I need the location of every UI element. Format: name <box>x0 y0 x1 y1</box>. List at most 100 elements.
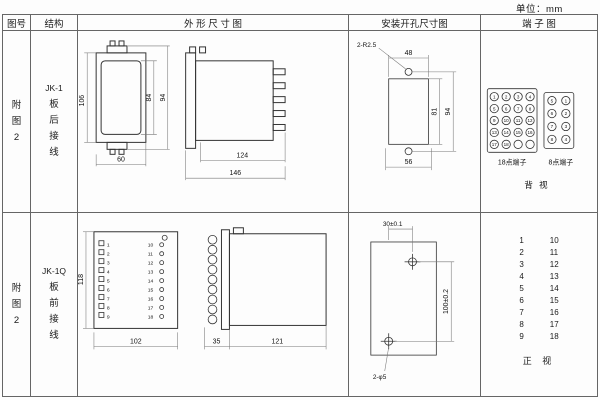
dimension-table: 图号 结构 外 形 尺 寸 图 安装开孔尺寸图 端 子 图 附图2 JK-1 板… <box>2 14 598 397</box>
jk1q-side-terminal-studs <box>207 234 218 325</box>
svg-text:15: 15 <box>516 130 522 135</box>
svg-text:16: 16 <box>148 297 154 303</box>
svg-text:11: 11 <box>148 252 153 258</box>
row1-outline-drawing-cell: 106 84 94 60 <box>78 31 349 213</box>
jk1q-front-view <box>93 231 179 329</box>
svg-text:1: 1 <box>565 98 568 103</box>
svg-text:8: 8 <box>529 106 532 111</box>
terminal-numbers-8pt: 5 1 6 2 7 3 8 4 <box>551 98 568 142</box>
dim-label-124: 124 <box>237 152 249 159</box>
svg-text:12: 12 <box>528 118 534 123</box>
jk1-mounting-hole-drawing: 2-R2.5 48 81 94 56 <box>357 42 457 171</box>
jk1-cutout-outline <box>388 68 429 156</box>
label-18pt-terminal: 18点端子 <box>498 157 527 166</box>
jk1q-mounting-dimension-lines <box>384 226 455 372</box>
jk1-front-dimension-lines <box>84 45 170 167</box>
terminal-block-18pt <box>486 88 538 153</box>
label-8pt-terminal: 8点端子 <box>549 157 574 166</box>
svg-text:8: 8 <box>107 305 110 311</box>
jk1q-front-terminal-numbers-left: 1 2 3 4 5 6 7 8 9 <box>107 243 110 321</box>
svg-text:18: 18 <box>504 142 510 147</box>
svg-text:2: 2 <box>107 252 110 258</box>
dim-label-48: 48 <box>405 50 413 57</box>
svg-text:13: 13 <box>148 270 154 276</box>
svg-text:1: 1 <box>107 243 110 249</box>
dim-label-100: 100±0.2 <box>443 289 450 314</box>
svg-text:1: 1 <box>493 94 496 99</box>
svg-text:17: 17 <box>148 305 154 311</box>
svg-text:13: 13 <box>492 130 498 135</box>
row1-terminal-diagram-cell: 1 2 3 4 5 6 7 8 9 10 11 12 13 14 15 16 1 <box>481 31 597 213</box>
svg-text:12: 12 <box>148 261 154 267</box>
svg-text:10: 10 <box>504 118 510 123</box>
svg-text:3: 3 <box>565 124 568 129</box>
header-outline-dimensions: 外 形 尺 寸 图 <box>78 15 349 31</box>
svg-text:5: 5 <box>493 106 496 111</box>
svg-text:14: 14 <box>504 130 510 135</box>
svg-text:7: 7 <box>517 106 520 111</box>
row1-mounting-drawing-cell: 2-R2.5 48 81 94 56 <box>349 31 481 213</box>
row1-figure-number: 附图2 <box>11 99 22 143</box>
svg-text:10: 10 <box>148 243 154 249</box>
jk1q-mounting-hole-drawing: 30±0.1 100±0.2 2-φ5 <box>370 221 455 381</box>
svg-text:5: 5 <box>551 98 554 103</box>
jk1q-front-terminals-left <box>98 240 105 318</box>
svg-text:3: 3 <box>107 261 110 267</box>
row2-figure-number-cell: 附图2 <box>3 213 31 396</box>
svg-text:6: 6 <box>551 111 554 116</box>
svg-text:18: 18 <box>148 314 154 320</box>
dim-label-94-mounting: 94 <box>445 108 452 116</box>
svg-text:4: 4 <box>107 270 110 276</box>
jk1-side-view <box>185 46 286 149</box>
dim-label-35: 35 <box>213 338 221 345</box>
jk1q-front-dimension-lines <box>82 231 178 350</box>
dim-label-81: 81 <box>431 108 438 116</box>
svg-text:16: 16 <box>528 130 534 135</box>
dim-label-84: 84 <box>146 94 153 102</box>
svg-text:9: 9 <box>493 118 496 123</box>
svg-text:2: 2 <box>505 94 508 99</box>
note-2-r2.5: 2-R2.5 <box>357 42 377 49</box>
dim-label-146: 146 <box>230 170 242 177</box>
dim-label-94: 94 <box>160 94 167 102</box>
jk1q-outline-drawing: 1 2 3 4 5 6 7 8 9 10 11 <box>78 227 327 350</box>
svg-text:14: 14 <box>148 279 154 285</box>
svg-text:5: 5 <box>107 279 110 285</box>
svg-text:4: 4 <box>565 137 568 142</box>
svg-text:6: 6 <box>107 288 110 294</box>
terminal-block-8pt <box>543 92 575 149</box>
svg-text:3: 3 <box>517 94 520 99</box>
header-structure: 结构 <box>31 15 78 31</box>
svg-text:9: 9 <box>107 314 110 320</box>
svg-text:7: 7 <box>107 297 110 303</box>
dim-label-102: 102 <box>130 338 142 345</box>
header-terminal-diagram: 端 子 图 <box>481 15 597 31</box>
dim-label-30: 30±0.1 <box>383 221 403 228</box>
note-2-phi5: 2-φ5 <box>373 374 387 381</box>
unit-label: 单位：mm <box>516 4 563 15</box>
row1-figure-number-cell: 附图2 <box>3 31 31 213</box>
header-figure-number: 图号 <box>3 15 31 31</box>
jk1q-front-terminals-right <box>159 242 165 319</box>
row1-structure-cell: JK-1 板后接线 <box>31 31 78 213</box>
svg-text:6: 6 <box>505 106 508 111</box>
dim-label-121: 121 <box>271 338 283 345</box>
header-mounting-hole-dimensions: 安装开孔尺寸图 <box>349 15 481 31</box>
row2-outline-drawing-cell: 1 2 3 4 5 6 7 8 9 10 11 <box>78 213 349 396</box>
svg-text:11: 11 <box>516 118 521 123</box>
dim-label-60: 60 <box>117 156 125 163</box>
svg-text:17: 17 <box>492 142 498 147</box>
jk1-side-dimension-lines <box>185 132 286 181</box>
row1-model-name: JK-1 <box>45 82 63 93</box>
dim-label-106: 106 <box>79 95 86 107</box>
jk1-front-view <box>95 40 147 155</box>
dim-label-118: 118 <box>78 274 85 285</box>
terminal-numbers-18pt: 1 2 3 4 5 6 7 8 9 10 11 12 13 14 15 16 1 <box>492 94 533 147</box>
jk1-mounting-dimension-lines <box>378 47 457 171</box>
row1-wiring-type: 板后接线 <box>49 98 59 158</box>
